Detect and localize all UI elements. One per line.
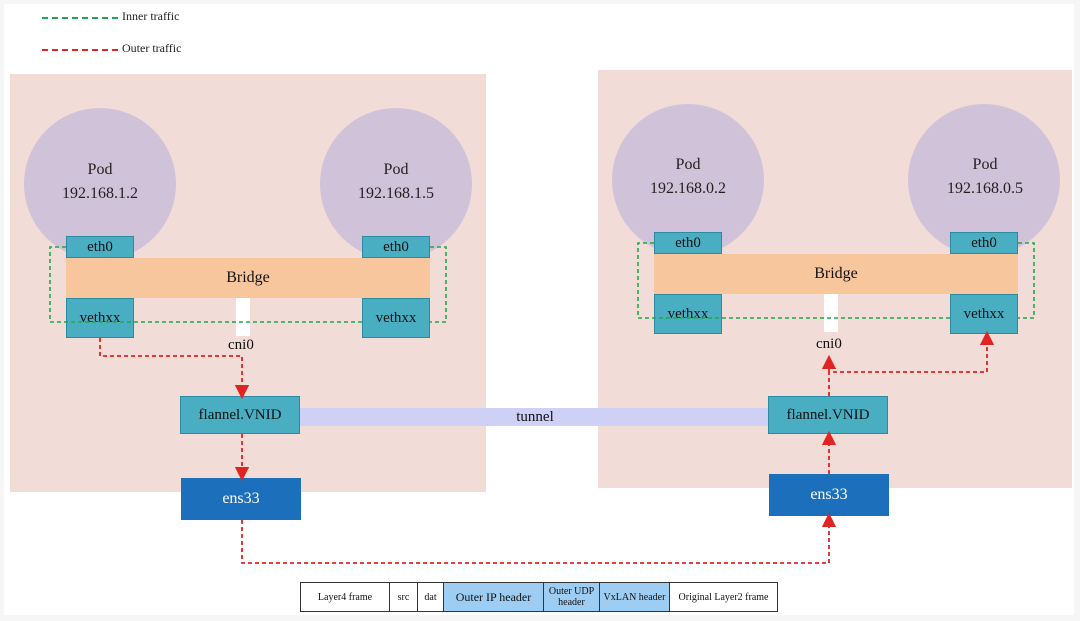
eth0-right-a: eth0 bbox=[654, 232, 722, 254]
packet-src: src bbox=[389, 583, 417, 611]
pod-ip: 192.168.0.5 bbox=[947, 180, 1023, 197]
inner-traffic-right-b bbox=[1018, 242, 1035, 319]
pod-ip: 192.168.1.2 bbox=[62, 185, 138, 202]
pod-title: Pod bbox=[972, 156, 998, 173]
ens33-left: ens33 bbox=[181, 478, 301, 520]
inner-traffic-legend-label: Inner traffic bbox=[122, 9, 180, 23]
vethxx-right-a: vethxx bbox=[654, 294, 722, 334]
pod-right-a bbox=[612, 104, 764, 256]
inner-traffic-legend-line bbox=[42, 17, 118, 19]
ens33-right: ens33 bbox=[769, 474, 889, 516]
vethxx-left-b: vethxx bbox=[362, 298, 430, 338]
packet-outer-ip-header: Outer IP header bbox=[443, 583, 543, 611]
cni0-right-label: cni0 bbox=[816, 336, 842, 352]
pod-left-b bbox=[320, 108, 472, 260]
inner-traffic-left-a bbox=[49, 246, 362, 323]
pod-title: Pod bbox=[87, 161, 113, 178]
packet-layer4-frame: Layer4 frame bbox=[317, 591, 373, 603]
vethxx-right-b: vethxx bbox=[950, 294, 1018, 334]
pod-ip: 192.168.1.5 bbox=[358, 185, 434, 202]
pod-title: Pod bbox=[383, 161, 409, 178]
inner-traffic-left-b bbox=[430, 246, 447, 323]
pod-right-a-text: Pod 192.168.0.2 bbox=[608, 153, 768, 201]
outer-traffic-ens-link bbox=[241, 512, 837, 564]
pod-left-b-text: Pod 192.168.1.5 bbox=[316, 158, 476, 206]
bridge-left: Bridge bbox=[66, 258, 430, 298]
flannel-vnid-right: flannel.VNID bbox=[768, 396, 888, 434]
flannel-vnid-left: flannel.VNID bbox=[180, 396, 300, 434]
eth0-left-b: eth0 bbox=[362, 236, 430, 258]
outer-traffic-legend-line bbox=[42, 49, 118, 51]
outer-traffic-legend-label: Outer traffic bbox=[122, 41, 182, 55]
pod-left-a-text: Pod 192.168.1.2 bbox=[20, 158, 180, 206]
outer-traffic-left-veth-to-flannel bbox=[99, 338, 250, 400]
pod-right-b bbox=[908, 104, 1060, 256]
cni0-left-port bbox=[236, 298, 250, 336]
eth0-left-a: eth0 bbox=[66, 236, 134, 258]
eth0-right-b: eth0 bbox=[950, 232, 1018, 254]
pod-title: Pod bbox=[675, 156, 701, 173]
cni0-right-port bbox=[824, 294, 838, 332]
tunnel-bar: tunnel bbox=[300, 408, 770, 426]
vethxx-left-a: vethxx bbox=[66, 298, 134, 338]
pod-ip: 192.168.0.2 bbox=[650, 180, 726, 197]
packet-vxlan-header: VxLAN header bbox=[599, 583, 669, 611]
pod-left-a bbox=[24, 108, 176, 260]
packet-original-layer2-frame: Original Layer2 frame bbox=[669, 583, 777, 611]
cni0-left-label: cni0 bbox=[228, 337, 254, 353]
pod-right-b-text: Pod 192.168.0.5 bbox=[905, 153, 1065, 201]
packet-format: Layer4 frame src dat Outer IP header Out… bbox=[300, 582, 778, 612]
packet-outer-udp-header: Outer UDP header bbox=[543, 583, 599, 611]
outer-traffic-right-flannel-to-veth bbox=[828, 330, 995, 396]
bridge-right: Bridge bbox=[654, 254, 1018, 294]
packet-dat: dat bbox=[417, 583, 443, 611]
inner-traffic-right-a bbox=[637, 242, 950, 319]
